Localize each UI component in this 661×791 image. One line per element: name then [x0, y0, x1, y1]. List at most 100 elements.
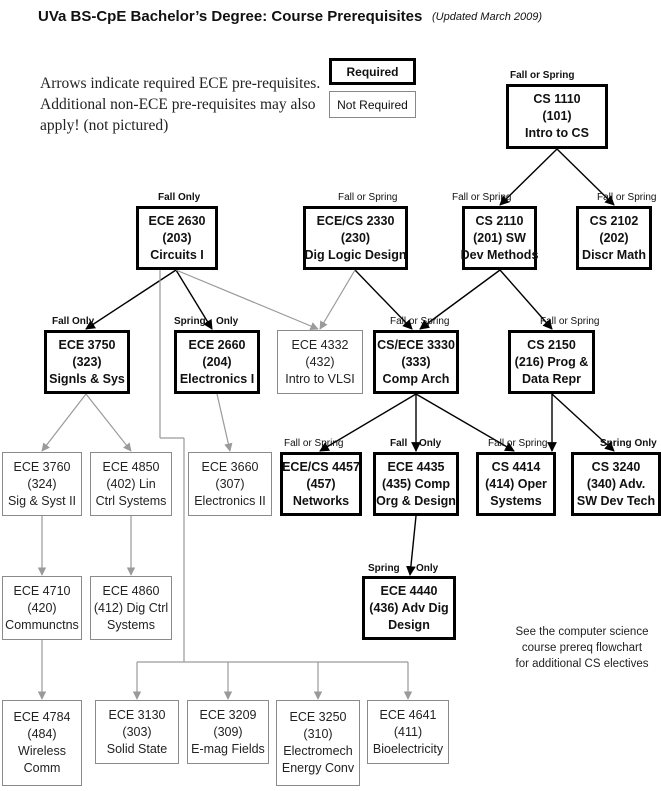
course-line: (307) — [215, 476, 245, 491]
page-title: UVa BS-CpE Bachelor’s Degree: Course Pre… — [38, 8, 423, 25]
course-ece3760: ECE 3760(324)Sig & Syst II — [2, 452, 82, 516]
cs-flowchart-note: See the computer science course prereq f… — [502, 624, 661, 672]
course-line: CS 3240 — [591, 459, 641, 474]
course-line: E-mag Fields — [191, 741, 265, 756]
semester-label-cs4414: Fall or Spring — [488, 438, 548, 449]
course-line: ECE 2660 — [188, 337, 246, 352]
course-line: (340) Adv. — [586, 476, 646, 491]
course-ece3750: ECE 3750(323)Signls & Sys — [44, 330, 130, 394]
course-line: Signls & Sys — [49, 371, 125, 386]
cs-note-line: course prereq flowchart — [521, 642, 643, 654]
course-line: ECE 2630 — [148, 213, 206, 228]
course-line: ECE/CS 4457 — [282, 459, 360, 474]
course-line: (436) Adv Dig — [369, 600, 449, 615]
course-line: (230) — [340, 230, 371, 245]
course-ece4641: ECE 4641 (411) Bioelectricity — [367, 700, 449, 764]
course-line: ECE 3209 — [199, 707, 257, 722]
prereq-arrow — [85, 269, 177, 330]
course-ece3330: CS/ECE 3330(333)Comp Arch — [373, 330, 459, 394]
course-line: Data Repr — [521, 371, 582, 386]
course-line: ECE 4641 — [379, 707, 437, 722]
course-line: CS 2110 — [475, 213, 524, 228]
course-line: Circuits I — [150, 247, 204, 262]
course-line: CS 4414 — [491, 459, 541, 474]
prereq-arrow — [499, 148, 558, 206]
course-line: (310) — [303, 727, 333, 741]
cs-note-line: See the computer science — [515, 626, 649, 638]
semester-label-ece4435-b: Only — [419, 438, 442, 449]
course-line: CS 1110 — [533, 92, 581, 106]
course-line: (323) — [72, 354, 102, 369]
course-line: Wireless — [18, 744, 66, 758]
legend-not-required: Not Required — [329, 91, 416, 118]
course-line: (216) Prog & — [514, 354, 589, 369]
course-line: Discr Math — [582, 247, 646, 262]
course-line: (457) — [306, 476, 336, 491]
course-line: (203) — [162, 230, 192, 245]
course-line: SW Dev Tech — [576, 493, 656, 508]
course-line: ECE 4435 — [387, 459, 445, 474]
course-cs1110: CS 1110 (101) Intro to CS — [506, 84, 608, 149]
course-ece2630: ECE 2630 (203) Circuits I — [136, 206, 218, 270]
semester-label-ece2660-a: Spring — [174, 316, 206, 327]
prereq-arrow — [85, 393, 132, 452]
course-line: ECE 4860 — [102, 583, 160, 598]
course-line: (414) Oper — [485, 476, 547, 491]
course-line: Systems — [490, 493, 542, 508]
semester-label-ece4440-b: Only — [416, 563, 439, 574]
course-line: Electronics II — [194, 493, 266, 508]
course-cs2150: CS 2150 (216) Prog & Data Repr — [508, 330, 595, 394]
course-line: (309) — [213, 724, 243, 739]
course-line: ECE 3130 — [108, 707, 166, 722]
course-ece3130: ECE 3130(303)Solid State — [95, 700, 179, 764]
prereq-arrow — [406, 515, 417, 576]
semester-label-ece3750: Fall Only — [52, 316, 95, 327]
course-line: Energy Conv — [281, 761, 355, 775]
course-ece4710: ECE 4710(420)Communctns — [2, 576, 82, 640]
prereq-arrow — [175, 269, 319, 330]
prereq-arrow — [216, 393, 233, 452]
course-line: CS 2102 — [589, 213, 639, 228]
semester-label-ece2330: Fall or Spring — [338, 192, 398, 203]
course-line: ECE 4710 — [13, 583, 71, 598]
course-ece2330: ECE/CS 2330(230)Dig Logic Design — [303, 206, 408, 270]
course-line: CS 2150 — [527, 337, 576, 352]
course-line: (101) — [542, 109, 572, 123]
legend-required: Required — [329, 58, 416, 85]
semester-label-ece2660-b: Only — [216, 316, 239, 327]
semester-label-ece4457: Fall or Spring — [284, 438, 344, 449]
course-line: Bioelectricity — [372, 741, 444, 756]
prereq-arrow — [551, 393, 615, 452]
semester-label-ece2630: Fall Only — [158, 192, 201, 203]
course-line: ECE 3760 — [13, 459, 71, 474]
semester-label-cs3240: Spring Only — [600, 438, 657, 449]
course-line: (324) — [27, 476, 57, 491]
course-cs2102: CS 2102(202)Discr Math — [576, 206, 652, 270]
prereq-arrow — [41, 393, 87, 452]
prereq-arrow — [556, 148, 615, 206]
course-line: (402) Lin — [106, 476, 156, 491]
prereq-arrow — [354, 269, 413, 330]
course-line: ECE 3660 — [201, 459, 259, 474]
prereq-arrow — [175, 269, 213, 330]
course-line: Design — [388, 617, 430, 632]
course-line: ECE 4784 — [13, 710, 71, 724]
course-line: Networks — [292, 493, 350, 508]
course-line: (204) — [202, 354, 232, 369]
course-line: Comm — [23, 761, 61, 775]
course-line: (411) — [393, 724, 423, 739]
course-line: Dig Logic Design — [304, 247, 407, 262]
semester-label-ece4435-a: Fall — [390, 438, 408, 449]
course-line: (201) SW — [473, 230, 526, 245]
course-line: Intro to CS — [525, 126, 589, 140]
semester-label-ece4440-a: Spring — [368, 563, 400, 574]
prereq-arrow — [319, 393, 417, 452]
note-line: Additional non-ECE pre-requisites may al… — [40, 96, 316, 113]
